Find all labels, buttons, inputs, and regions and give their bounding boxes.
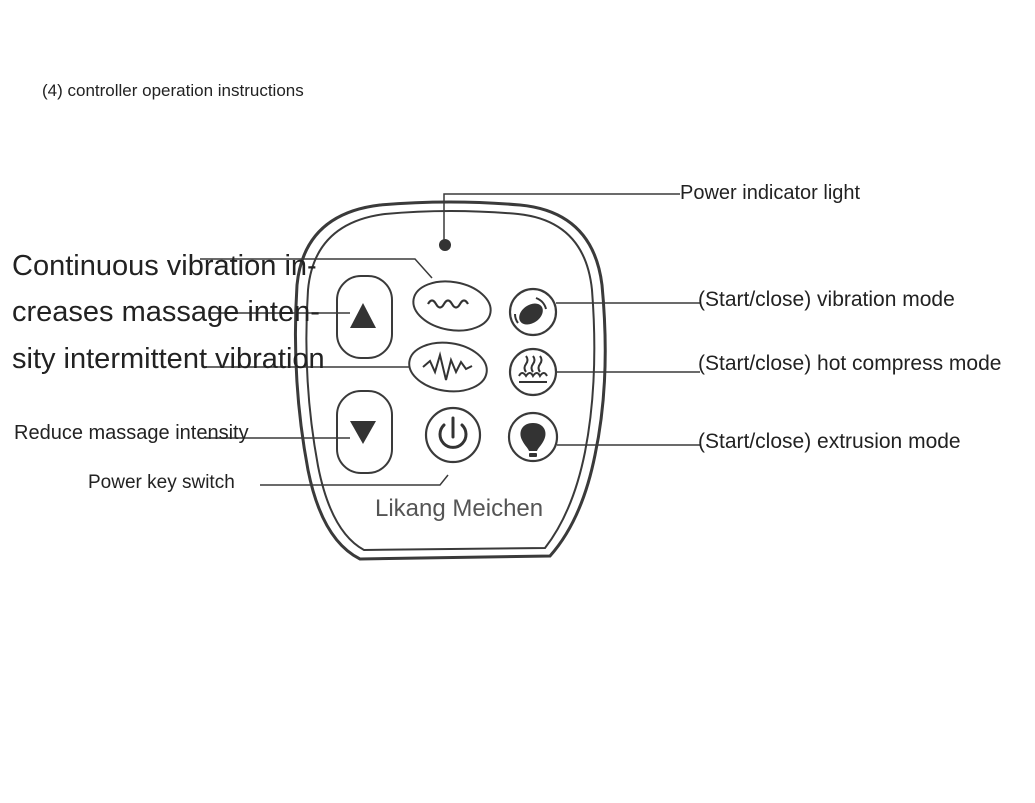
intermittent-vibration-button[interactable] (406, 338, 490, 396)
intermittent-wave-icon (422, 351, 473, 381)
power-button[interactable] (424, 406, 482, 464)
continuous-wave-icon (427, 299, 469, 309)
left-label-line-2: creases massage inten- (12, 296, 320, 328)
leader-power-light (443, 193, 680, 240)
up-arrow-icon (350, 303, 376, 328)
left-label-line-3: sity intermittent vibration (12, 343, 325, 375)
power-key-label: Power key switch (88, 472, 235, 493)
increase-intensity-button[interactable] (336, 275, 393, 359)
leader-power-key (260, 474, 449, 486)
down-arrow-icon (350, 421, 376, 444)
power-indicator-light (439, 239, 451, 251)
controller-inner-outline (305, 210, 596, 552)
hot-compress-mode-button[interactable] (508, 347, 558, 397)
reduce-intensity-label: Reduce massage intensity (14, 422, 249, 444)
vibration-mode-button[interactable] (508, 287, 558, 337)
caption: (4) controller operation instructions (42, 81, 304, 100)
extrusion-mode-button[interactable] (507, 411, 559, 463)
power-indicator-label: Power indicator light (680, 182, 861, 204)
decrease-intensity-button[interactable] (336, 390, 393, 474)
extrusion-mode-label: (Start/close) extrusion mode (698, 430, 961, 453)
left-label-line-1: Continuous vibration in- (12, 250, 317, 282)
controller-outer-outline (293, 200, 607, 561)
vibration-icon (514, 297, 547, 325)
leader-lines (200, 193, 700, 486)
heat-icon (518, 355, 548, 383)
continuous-vibration-button[interactable] (409, 276, 494, 337)
vibration-mode-label: (Start/close) vibration mode (698, 288, 955, 311)
leader-continuous (200, 258, 433, 279)
brand-name: Likang Meichen (375, 495, 544, 522)
extrusion-icon (520, 423, 546, 457)
power-icon (438, 416, 468, 449)
hot-compress-mode-label: (Start/close) hot compress mode (698, 352, 1002, 375)
